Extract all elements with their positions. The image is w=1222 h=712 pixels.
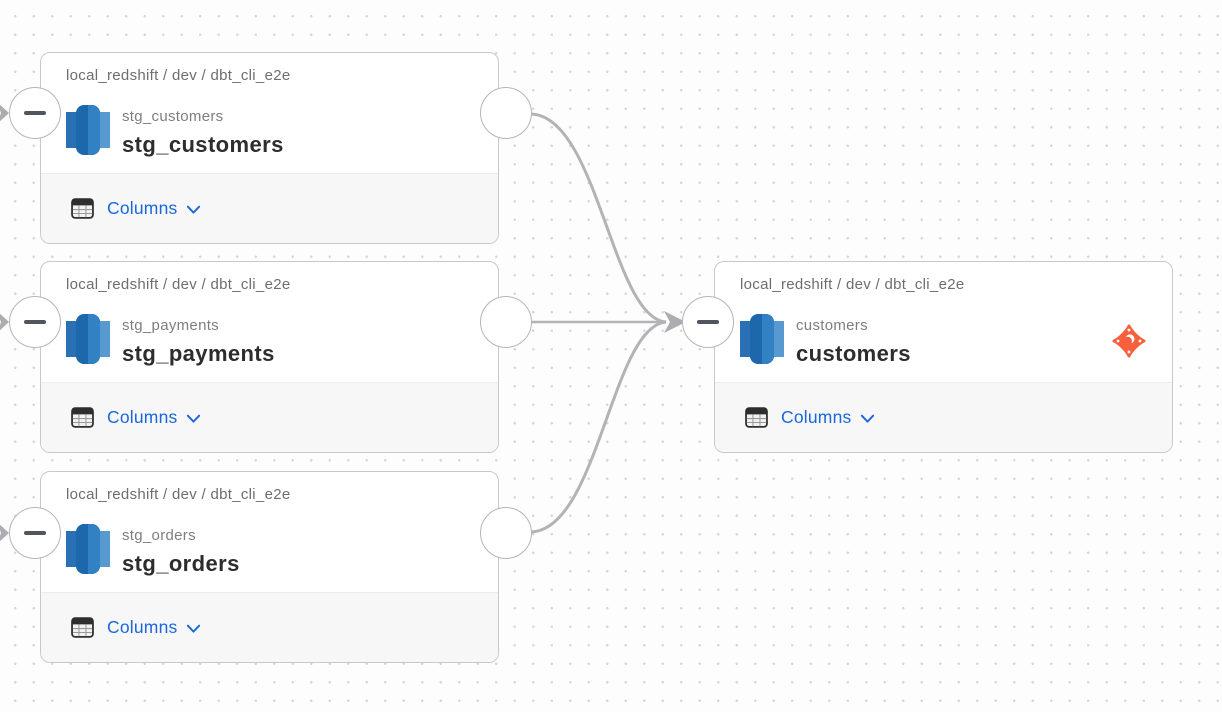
minus-icon bbox=[697, 320, 719, 324]
node-footer: Columns bbox=[41, 382, 498, 452]
redshift-icon bbox=[66, 105, 110, 155]
minus-icon bbox=[24, 531, 46, 535]
breadcrumb: local_redshift / dev / dbt_cli_e2e bbox=[740, 276, 965, 293]
chevron-down-icon bbox=[861, 414, 875, 423]
table-grid-icon bbox=[745, 407, 768, 428]
columns-toggle[interactable]: Columns bbox=[107, 617, 201, 638]
columns-label: Columns bbox=[107, 617, 178, 637]
chevron-down-icon bbox=[187, 414, 201, 423]
node-subtitle: stg_payments bbox=[122, 317, 219, 334]
edge-stg-customers-to-customers bbox=[530, 112, 667, 324]
breadcrumb: local_redshift / dev / dbt_cli_e2e bbox=[66, 67, 291, 84]
offscreen-arrowhead-icon bbox=[0, 313, 9, 331]
columns-label: Columns bbox=[107, 198, 178, 218]
node-header: customers customers bbox=[740, 314, 911, 368]
edge-stg-orders-to-customers bbox=[530, 320, 667, 534]
columns-toggle[interactable]: Columns bbox=[781, 407, 875, 428]
table-grid-icon bbox=[71, 407, 94, 428]
minus-icon bbox=[24, 320, 46, 324]
node-title: customers bbox=[796, 341, 911, 366]
node-title: stg_orders bbox=[122, 551, 240, 576]
downstream-port-handle[interactable] bbox=[480, 87, 532, 139]
collapse-upstream-handle[interactable] bbox=[682, 296, 734, 348]
columns-toggle[interactable]: Columns bbox=[107, 198, 201, 219]
breadcrumb: local_redshift / dev / dbt_cli_e2e bbox=[66, 276, 291, 293]
node-header: stg_customers stg_customers bbox=[66, 105, 284, 159]
collapse-upstream-handle[interactable] bbox=[9, 296, 61, 348]
node-header: stg_orders stg_orders bbox=[66, 524, 240, 578]
offscreen-arrowhead-icon bbox=[0, 524, 9, 542]
collapse-upstream-handle[interactable] bbox=[9, 87, 61, 139]
node-subtitle: stg_customers bbox=[122, 108, 224, 125]
columns-toggle[interactable]: Columns bbox=[107, 407, 201, 428]
lineage-node-customers[interactable]: local_redshift / dev / dbt_cli_e2e custo… bbox=[714, 261, 1173, 453]
downstream-port-handle[interactable] bbox=[480, 507, 532, 559]
minus-icon bbox=[24, 111, 46, 115]
offscreen-arrowhead-icon bbox=[0, 104, 9, 122]
chevron-down-icon bbox=[187, 205, 201, 214]
columns-label: Columns bbox=[781, 407, 852, 427]
lineage-node-stg-customers[interactable]: local_redshift / dev / dbt_cli_e2e stg_c… bbox=[40, 52, 499, 244]
chevron-down-icon bbox=[187, 624, 201, 633]
node-footer: Columns bbox=[41, 592, 498, 662]
table-grid-icon bbox=[71, 617, 94, 638]
lineage-node-stg-orders[interactable]: local_redshift / dev / dbt_cli_e2e stg_o… bbox=[40, 471, 499, 663]
node-footer: Columns bbox=[41, 173, 498, 243]
table-grid-icon bbox=[71, 198, 94, 219]
node-title: stg_customers bbox=[122, 132, 284, 157]
dbt-icon bbox=[1112, 324, 1146, 358]
lineage-node-stg-payments[interactable]: local_redshift / dev / dbt_cli_e2e stg_p… bbox=[40, 261, 499, 453]
node-subtitle: stg_orders bbox=[122, 527, 196, 544]
node-header: stg_payments stg_payments bbox=[66, 314, 275, 368]
columns-label: Columns bbox=[107, 407, 178, 427]
collapse-upstream-handle[interactable] bbox=[9, 507, 61, 559]
redshift-icon bbox=[740, 314, 784, 364]
downstream-port-handle[interactable] bbox=[480, 296, 532, 348]
redshift-icon bbox=[66, 524, 110, 574]
node-footer: Columns bbox=[715, 382, 1172, 452]
edge-arrowhead-icon bbox=[664, 311, 686, 333]
redshift-icon bbox=[66, 314, 110, 364]
node-subtitle: customers bbox=[796, 317, 868, 334]
node-title: stg_payments bbox=[122, 341, 275, 366]
breadcrumb: local_redshift / dev / dbt_cli_e2e bbox=[66, 486, 291, 503]
